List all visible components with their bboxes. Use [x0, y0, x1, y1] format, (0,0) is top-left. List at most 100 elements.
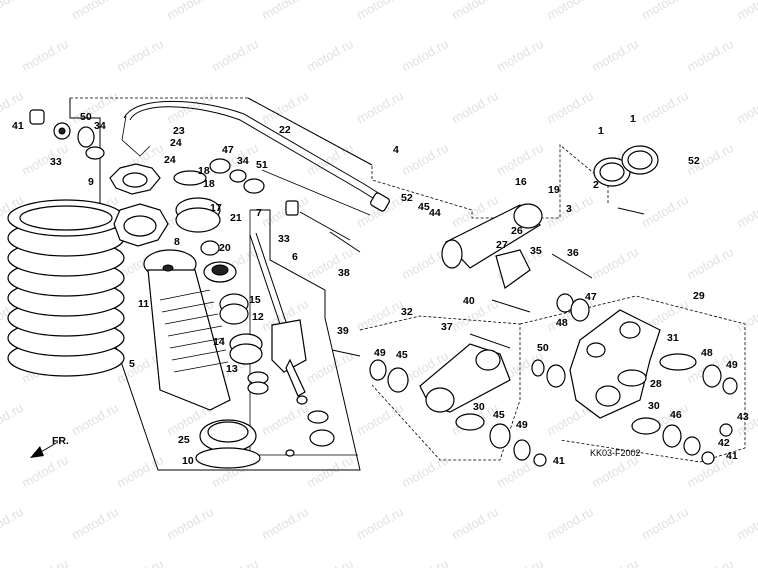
watermark-text: motod.ru: [69, 0, 121, 23]
callout: 52: [401, 192, 413, 204]
watermark-text: motod.ru: [304, 452, 356, 491]
watermark-text: motod.ru: [684, 36, 736, 75]
callout: 23: [173, 125, 185, 137]
watermark-text: motod.ru: [684, 244, 736, 283]
watermark-text: motod.ru: [354, 296, 406, 335]
callout: 16: [515, 176, 527, 188]
callout: 12: [252, 311, 264, 323]
reservoir-16: [441, 203, 543, 289]
callout: 6: [292, 251, 298, 263]
callout: 47: [222, 144, 234, 156]
callout: 9: [88, 176, 94, 188]
watermark-text: motod.ru: [259, 88, 311, 127]
callout: 7: [256, 207, 262, 219]
watermark-text: motod.ru: [639, 504, 691, 543]
watermark-text: motod.ru: [734, 88, 758, 127]
watermark-text: motod.ru: [544, 504, 596, 543]
frame-outlines: [69, 97, 746, 471]
spring-5: [7, 199, 125, 377]
watermark-text: motod.ru: [544, 88, 596, 127]
middle-parts: [173, 170, 269, 395]
watermark-text: motod.ru: [259, 400, 311, 439]
damper-body-11: [143, 249, 231, 411]
diagram-code: KK03-F2002: [590, 448, 641, 458]
callout: 45: [396, 349, 408, 361]
watermark-text: motod.ru: [0, 504, 26, 543]
watermark-text: motod.ru: [639, 192, 691, 231]
watermark-text: motod.ru: [259, 192, 311, 231]
watermark-text: motod.ru: [494, 36, 546, 75]
callout: 44: [429, 207, 441, 219]
watermark-text: motod.ru: [69, 504, 121, 543]
callout: 5: [129, 358, 135, 370]
watermark-text: motod.ru: [734, 296, 758, 335]
watermark-text: motod.ru: [494, 140, 546, 179]
watermark-text: motod.ru: [589, 36, 641, 75]
watermark-text: motod.ru: [544, 0, 596, 23]
callout: 25: [178, 434, 190, 446]
top-left-parts: [29, 109, 169, 247]
arm-29: [569, 309, 661, 419]
callout: 24: [164, 154, 176, 166]
watermark-text: motod.ru: [114, 36, 166, 75]
damper-rod-12: [249, 232, 307, 397]
watermark-text: motod.ru: [589, 244, 641, 283]
watermark-text: motod.ru: [449, 296, 501, 335]
watermark-text: motod.ru: [494, 556, 546, 568]
watermark-text: motod.ru: [354, 0, 406, 23]
watermark-text: motod.ru: [734, 504, 758, 543]
callout: 29: [693, 290, 705, 302]
spring-seat-10: [195, 419, 261, 469]
watermark-text: motod.ru: [0, 0, 26, 23]
callout: 18: [203, 178, 215, 190]
callout: 18: [198, 165, 210, 177]
watermark-text: motod.ru: [399, 452, 451, 491]
watermark-text: motod.ru: [734, 0, 758, 23]
callout: 22: [279, 124, 291, 136]
callout: 15: [249, 294, 261, 306]
callout: 17: [210, 202, 222, 214]
direction-label: FR.: [52, 435, 69, 447]
callout: 41: [553, 455, 565, 467]
watermark-text: motod.ru: [209, 36, 261, 75]
callout: 30: [648, 400, 660, 412]
callout-labels: 1 1 2 3 4 5 6 7 8 9 10 11 12 13 14 15 16…: [12, 111, 749, 467]
watermark-text: motod.ru: [639, 0, 691, 23]
callout: 1: [598, 125, 604, 137]
callout: 37: [441, 321, 453, 333]
callout: 41: [726, 450, 738, 462]
callout: 48: [701, 347, 713, 359]
callout: 28: [650, 378, 662, 390]
watermark-text: motod.ru: [69, 400, 121, 439]
watermark-text: motod.ru: [449, 0, 501, 23]
callout: 4: [393, 144, 399, 156]
watermark-text: motod.ru: [354, 400, 406, 439]
watermark-text: motod.ru: [19, 36, 71, 75]
watermark-text: motod.ru: [449, 504, 501, 543]
watermark-text: motod.ru: [304, 36, 356, 75]
callout: 48: [556, 317, 568, 329]
watermark-text: motod.ru: [19, 452, 71, 491]
clamps-1: [593, 145, 659, 187]
callout: 45: [493, 409, 505, 421]
callout: 24: [170, 137, 182, 149]
bearings: [369, 293, 738, 467]
front-arrow: FR.: [30, 435, 69, 458]
watermark-text: motod.ru: [304, 556, 356, 568]
callout: 50: [80, 111, 92, 123]
watermark-text: motod.ru: [449, 88, 501, 127]
callout: 50: [537, 342, 549, 354]
callout: 42: [718, 437, 730, 449]
callout: 33: [278, 233, 290, 245]
link-32: [419, 343, 511, 413]
callout: 32: [401, 306, 413, 318]
callout: 35: [530, 245, 542, 257]
callout: 49: [374, 347, 386, 359]
watermark-text: motod.ru: [354, 88, 406, 127]
watermark-text: motod.ru: [734, 192, 758, 231]
callout: 36: [567, 247, 579, 259]
callout: 13: [226, 363, 238, 375]
callout: 11: [138, 298, 149, 310]
callout: 45: [418, 201, 430, 213]
